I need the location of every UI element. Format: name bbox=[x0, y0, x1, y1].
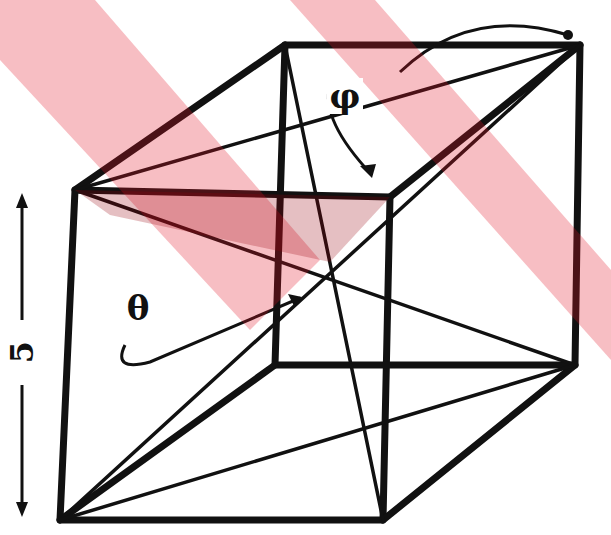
watermark-bands bbox=[0, 0, 611, 360]
watermark-band bbox=[0, 0, 320, 330]
watermark-band bbox=[290, 0, 611, 360]
arrowhead bbox=[288, 294, 302, 306]
dimension-label: 5 bbox=[5, 338, 39, 366]
cube-edge bbox=[383, 365, 575, 520]
cube-edge bbox=[60, 365, 275, 520]
watermark-band bbox=[75, 190, 390, 262]
dimension-line bbox=[21, 200, 24, 320]
arrowhead bbox=[360, 164, 376, 178]
angle-label: θ bbox=[124, 290, 153, 326]
dot bbox=[563, 30, 573, 40]
dimension-line bbox=[21, 385, 24, 510]
arrowhead bbox=[16, 502, 28, 517]
face-diagonal bbox=[60, 365, 575, 520]
arrowhead bbox=[16, 193, 28, 208]
angle-label: φ bbox=[327, 78, 364, 114]
